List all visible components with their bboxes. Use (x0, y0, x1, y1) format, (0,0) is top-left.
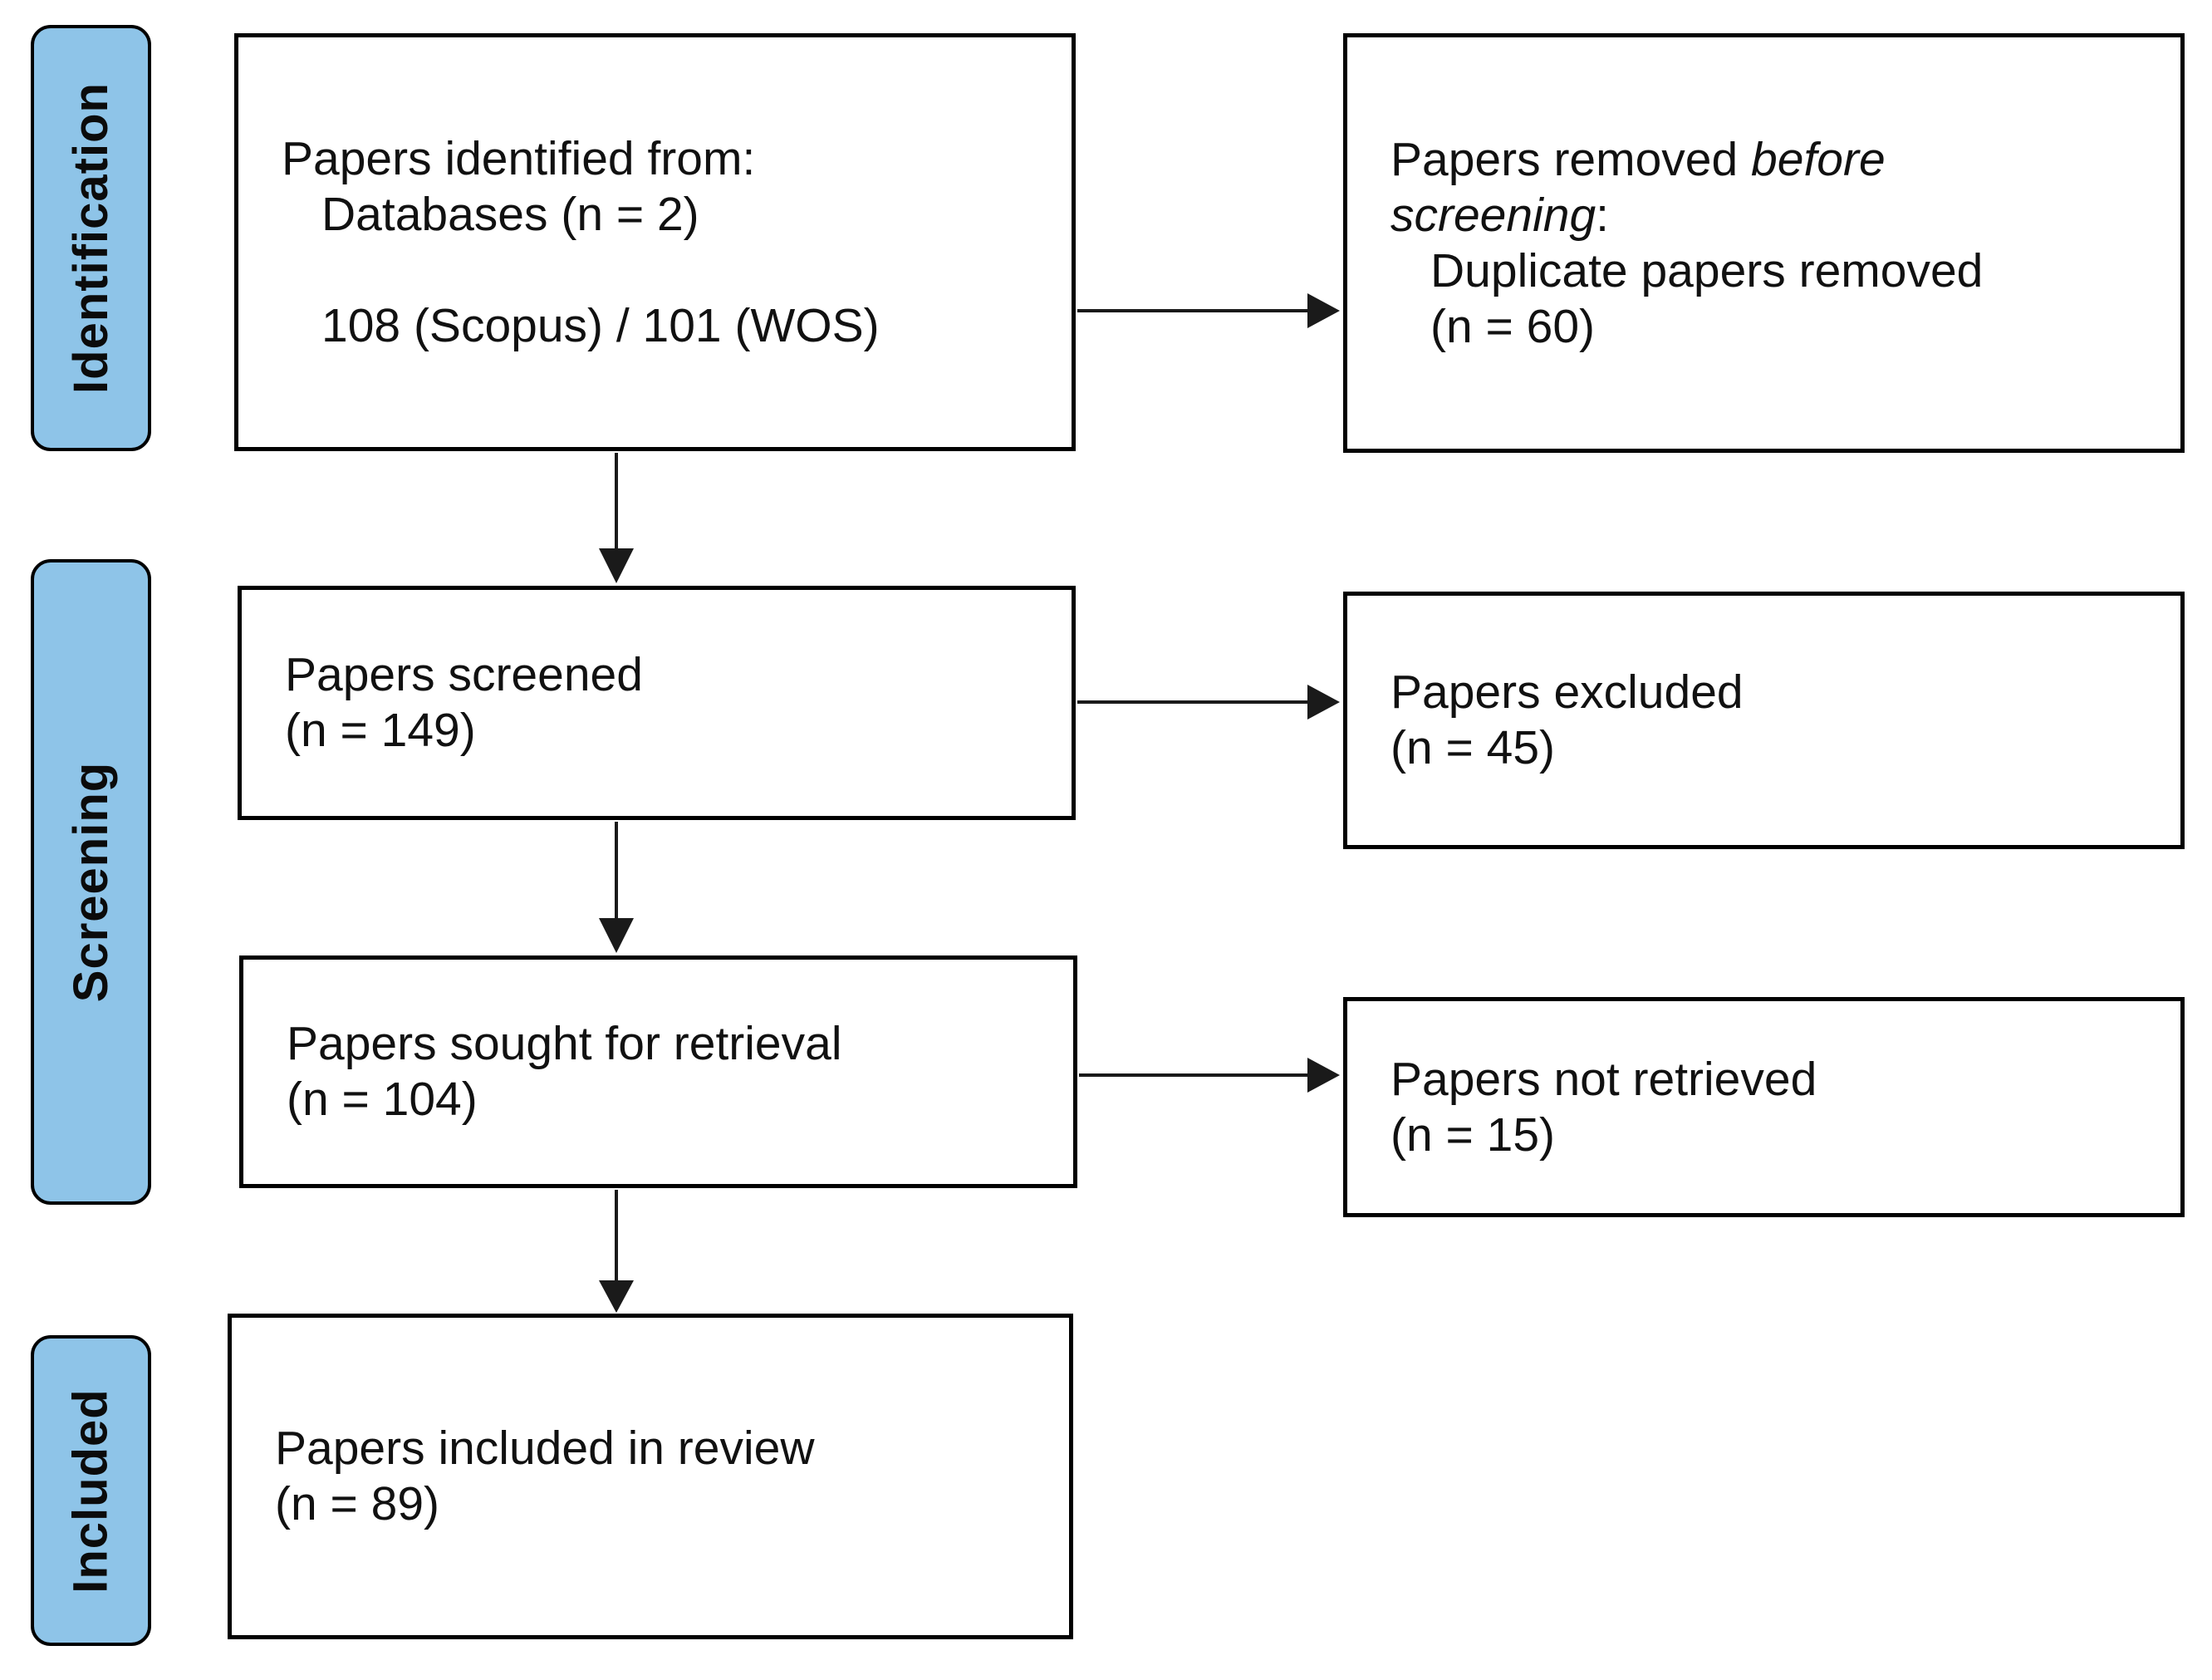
excluded-line2: (n = 45) (1390, 721, 1556, 774)
not-retrieved-line1: Papers not retrieved (1390, 1052, 1817, 1106)
box-papers-removed-before-screening: Papers removed before screening: Duplica… (1343, 33, 2185, 453)
arrow-screened-to-excluded (1077, 685, 1340, 720)
removed-line3: Duplicate papers removed (1430, 243, 1984, 297)
stage-included-label: Included (64, 1388, 118, 1594)
removed-line2-italic: screening (1390, 188, 1596, 242)
screened-line1: Papers screened (285, 648, 643, 701)
removed-line2: screening: (1390, 188, 2156, 243)
box-papers-identified: Papers identified from: Databases (n = 2… (234, 33, 1076, 451)
stage-screening-label: Screening (64, 761, 118, 1003)
not-retrieved-line2: (n = 15) (1390, 1108, 1556, 1162)
removed-line1: Papers removed before (1390, 132, 2156, 188)
screened-line2: (n = 149) (285, 704, 476, 757)
removed-line2-text: : (1596, 188, 1609, 242)
excluded-line1: Papers excluded (1390, 666, 1744, 719)
box-papers-included-in-review: Papers included in review (n = 89) (228, 1314, 1073, 1639)
identified-line1: Papers identified from: (282, 131, 756, 185)
box-papers-excluded: Papers excluded (n = 45) (1343, 592, 2185, 849)
stage-screening: Screening (31, 559, 151, 1205)
included-review-line2: (n = 89) (275, 1477, 440, 1530)
sought-line1: Papers sought for retrieval (287, 1017, 842, 1070)
removed-line4: (n = 60) (1430, 299, 1596, 353)
arrow-sought-to-included (599, 1190, 634, 1313)
included-review-line1: Papers included in review (275, 1422, 815, 1475)
arrow-identified-to-removed (1077, 293, 1340, 328)
stage-identification-label: Identification (64, 82, 119, 394)
arrow-sought-to-not-retrieved (1079, 1058, 1340, 1093)
stage-identification: Identification (31, 25, 151, 451)
box-papers-not-retrieved: Papers not retrieved (n = 15) (1343, 997, 2185, 1217)
identified-line2: Databases (n = 2) (321, 187, 699, 241)
sought-line2: (n = 104) (287, 1073, 478, 1126)
box-papers-sought-for-retrieval: Papers sought for retrieval (n = 104) (239, 955, 1077, 1188)
removed-line1-text: Papers removed (1390, 132, 1752, 186)
arrow-identified-to-screened (599, 453, 634, 583)
removed-line1-italic: before (1751, 132, 1886, 186)
box-papers-screened: Papers screened (n = 149) (238, 586, 1076, 820)
arrow-screened-to-sought (599, 822, 634, 953)
stage-included: Included (31, 1335, 151, 1646)
identified-line3: 108 (Scopus) / 101 (WOS) (321, 298, 880, 352)
